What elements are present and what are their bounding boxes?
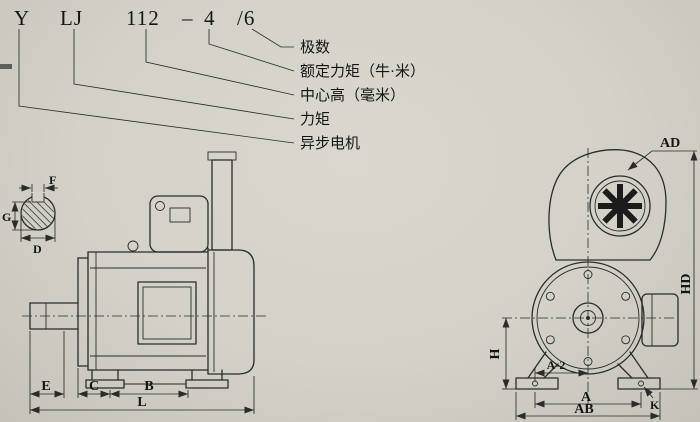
dim-label-A: A	[581, 390, 592, 405]
callout-center-height: 中心高（毫米）	[300, 86, 405, 104]
model-code-series: Y	[14, 6, 30, 30]
mounting-feet	[85, 369, 229, 389]
eyebolt	[127, 240, 139, 252]
dim-label-E: E	[41, 379, 50, 394]
foot-pad-left	[515, 377, 559, 390]
front-view-dimensions: AD HD H A-2 A AB K	[488, 136, 698, 420]
foot-hole-left	[532, 380, 538, 387]
callout-torque: 力矩	[300, 111, 330, 128]
dim-label-L: L	[137, 395, 146, 410]
callout-async-motor: 异步电机	[300, 135, 360, 152]
shaft	[29, 302, 79, 330]
motor-body	[77, 240, 209, 375]
dim-label-B: B	[144, 379, 153, 394]
model-code: Y LJ 112 – 4 /6	[14, 6, 255, 30]
scan-artifact-mark	[0, 64, 12, 69]
fan-grille-inner	[594, 180, 646, 232]
keyway-notch	[32, 192, 44, 202]
dim-label-K: K	[650, 398, 660, 412]
shaft-hub	[572, 302, 604, 334]
side-view-drawing: E C B L	[22, 151, 268, 414]
callout-poles: 极数	[300, 39, 330, 56]
dim-label-AD: AD	[660, 136, 680, 151]
model-code-frame-size: 112	[126, 6, 160, 30]
motor-face	[531, 261, 645, 375]
blower-housing	[548, 149, 667, 261]
cable-gland	[155, 201, 165, 211]
foot-right	[185, 379, 229, 389]
model-code-poles-value: /6	[237, 6, 255, 30]
dim-label-D: D	[33, 242, 42, 256]
dim-label-AB: AB	[574, 402, 593, 417]
fan-grille-outer	[589, 175, 651, 237]
dim-label-C: C	[89, 379, 99, 394]
nameplate-frame	[137, 281, 197, 345]
foot-hole-right	[638, 380, 644, 387]
front-view-drawing: AD HD H A-2 A AB K	[488, 136, 698, 420]
brake-housing	[207, 151, 237, 251]
nameplate-inner	[142, 286, 192, 340]
model-code-type: LJ	[60, 6, 83, 30]
side-terminal-box	[641, 293, 679, 347]
dim-label-F: F	[49, 173, 56, 187]
model-code-torque-value: 4	[204, 6, 216, 30]
dim-label-H: H	[488, 348, 503, 359]
callout-rated-torque: 额定力矩（牛·米）	[300, 63, 425, 80]
callout-leader-lines	[18, 28, 295, 144]
fan-hub	[615, 201, 625, 211]
foot-pad-right	[617, 377, 661, 390]
shaft-detail-view: F G D	[2, 173, 58, 256]
dim-label-G: G	[2, 210, 11, 224]
side-view-dimensions: E C B L	[29, 331, 255, 414]
callout-labels: 极数 额定力矩（牛·米） 中心高（毫米） 力矩 异步电机	[300, 39, 425, 152]
dim-label-HD: HD	[679, 274, 694, 295]
fan-cover	[207, 249, 255, 375]
terminal-box	[149, 195, 209, 253]
model-code-dash: –	[181, 6, 194, 30]
dim-label-A2: A-2	[547, 358, 566, 372]
